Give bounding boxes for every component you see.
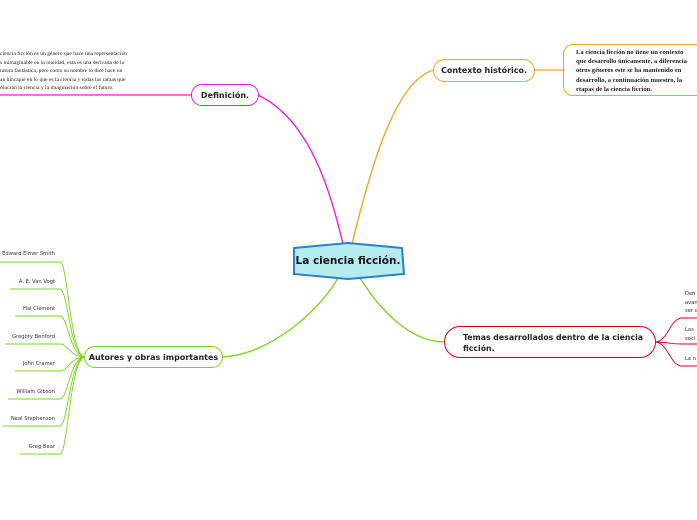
context-text-box [563, 44, 697, 96]
author-item[interactable]: A. E. Van Vogt [18, 279, 55, 285]
theme-item-line: soci [685, 335, 696, 342]
authors-node[interactable]: Autores y obras importantes [84, 346, 223, 368]
author-item[interactable]: Hal Clement [23, 306, 55, 312]
context-line: otros géneros este se ha mantenido en [576, 67, 682, 75]
context-line: desarrollo, a continuación muestro, la [576, 76, 682, 84]
theme-branches [654, 317, 697, 367]
connector-themes [359, 277, 446, 343]
theme-item-line: Las [685, 327, 694, 333]
themes-label: Temas desarrollados dentro de la ciencia… [463, 332, 643, 354]
themes-node[interactable]: Temas desarrollados dentro de la ciencia… [444, 326, 656, 358]
definition-node[interactable]: Definición. [191, 84, 259, 106]
author-item[interactable]: Edward Elmer Smith [2, 251, 55, 257]
context-text: La ciencia ficción no tiene un contexto … [576, 48, 697, 94]
authors-label: Autores y obras importantes [88, 352, 219, 362]
theme-item-line: ser c [685, 308, 697, 314]
definition-line: ratura fantástica, pero como su nombre l… [0, 68, 123, 75]
author-item[interactable]: William Gibson [16, 389, 55, 395]
definition-line: s inimaginable en la realidad, esta es u… [0, 59, 125, 66]
themes-label-line: Temas desarrollados dentro de la ciencia [463, 333, 644, 342]
context-line: etapas de la ciencia ficción. [576, 85, 652, 93]
connector-context [351, 69, 435, 245]
theme-item-line: avan [685, 299, 697, 306]
context-node[interactable]: Contexto histórico. [433, 59, 535, 82]
definition-text: ciencia ficción es un género que hace un… [0, 50, 162, 93]
themes-label-line: ficción. [463, 344, 495, 353]
context-label: Contexto histórico. [440, 66, 528, 75]
central-node[interactable]: La ciencia ficción. [292, 248, 404, 274]
central-label: La ciencia ficción. [295, 255, 401, 267]
author-item[interactable]: Gregory Benford [12, 334, 55, 340]
connector-authors [221, 277, 339, 358]
author-item[interactable]: Neal Stephenson [10, 416, 55, 422]
theme-item-line: La n [685, 356, 697, 362]
author-item[interactable]: Greg Bear [28, 444, 55, 450]
theme-item-line: Den [685, 291, 696, 297]
connector-definition [257, 94, 344, 245]
theme-item[interactable]: Den avan ser c [685, 290, 697, 316]
context-line: La ciencia ficción no tiene un contexto [576, 49, 684, 56]
central-hexagon [293, 241, 406, 281]
central-node-shape[interactable] [290, 241, 408, 281]
author-branches [0, 261, 86, 455]
definition-label: Definición. [200, 90, 250, 100]
theme-item[interactable]: Las soci [685, 326, 697, 343]
definition-line: an hincapié en lo que es la ciencia y to… [0, 76, 126, 83]
author-item[interactable]: John Cramer [22, 361, 55, 367]
theme-item[interactable]: La n [685, 355, 697, 364]
definition-line: olucran la ciencia y la imaginación sobr… [0, 85, 114, 92]
definition-line: ciencia ficción es un género que hace un… [0, 51, 128, 57]
context-line: que desarrollo únicamente, a diferencia [576, 58, 687, 66]
